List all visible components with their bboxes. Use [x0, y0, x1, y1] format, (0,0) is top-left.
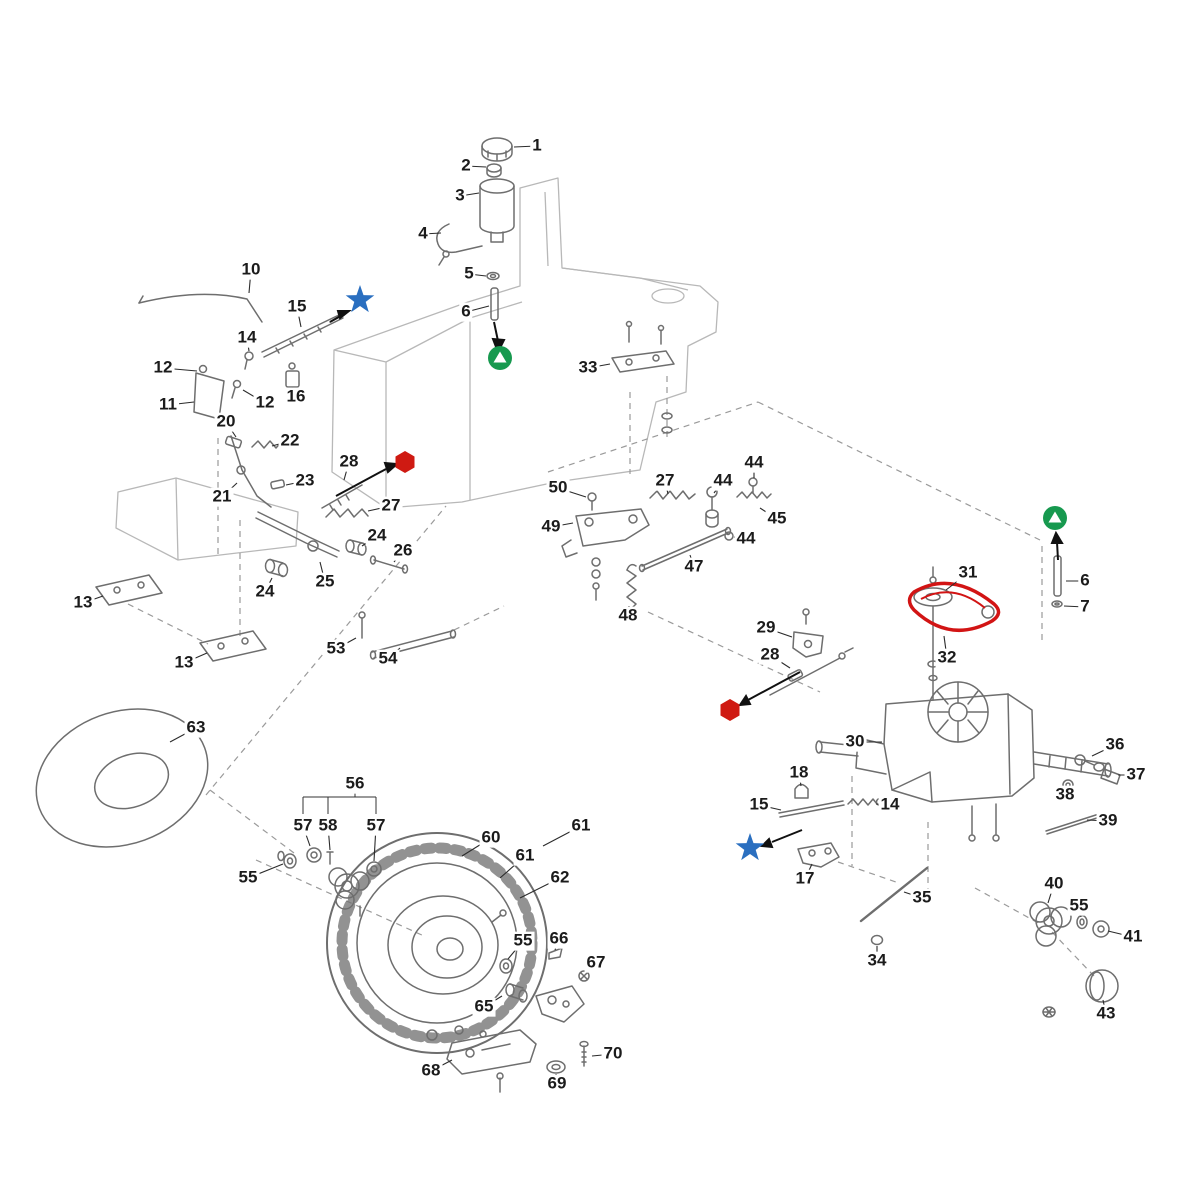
leader-line-41: [1107, 930, 1134, 938]
leader-line-7: [1063, 605, 1086, 608]
construction-lines: [127, 376, 1095, 977]
leader-line-12: [162, 367, 198, 372]
leader-line-65: [483, 995, 503, 1008]
leader-line-44: [713, 480, 724, 494]
leader-line-24: [361, 535, 378, 547]
leader-line-5: [468, 273, 487, 277]
leader-line-13: [183, 652, 208, 664]
star-marker-icon: [345, 285, 375, 313]
leader-lines: [82, 145, 1136, 1085]
leader-line-62: [519, 877, 561, 899]
belt-highlight: [907, 581, 1001, 633]
leader-line-23: [285, 480, 306, 486]
leader-line-20: [225, 421, 237, 438]
leader-line-61: [542, 825, 582, 847]
leader-line-3: [459, 192, 480, 197]
chassis-frame-art: [115, 177, 719, 561]
leader-line-58: [327, 825, 331, 851]
leader-line-57: [373, 825, 377, 862]
leader-line-57: [302, 825, 311, 847]
leader-line-36: [1091, 744, 1116, 757]
leader-line-1: [513, 145, 538, 148]
leader-line-15: [296, 306, 302, 328]
leader-line-10: [248, 269, 252, 294]
leader-line-61: [499, 855, 526, 879]
triangle-circle-marker-icon: [1043, 506, 1067, 530]
leader-line-70: [591, 1053, 614, 1057]
leader-line-16: [291, 387, 297, 398]
label-bracket-56: [302, 793, 377, 814]
connector-markers: [345, 285, 1067, 861]
leader-line-25: [319, 561, 326, 583]
triangle-circle-marker-icon: [488, 346, 512, 370]
pointer-arrows: [329, 310, 1064, 849]
leader-line-33: [587, 363, 611, 369]
leader-line-12: [242, 389, 266, 404]
leader-line-55: [247, 863, 284, 879]
leader-line-27: [664, 480, 669, 495]
leader-line-49: [550, 522, 574, 528]
leader-line-28: [343, 461, 350, 481]
leader-line-68: [430, 1059, 453, 1072]
leader-line-50: [557, 487, 587, 498]
leader-line-47: [689, 554, 695, 568]
leader-line-15: [758, 804, 782, 811]
leader-line-48: [627, 605, 630, 617]
leader-line-11: [167, 401, 195, 406]
leader-line-28: [769, 654, 791, 669]
leader-line-35: [903, 891, 923, 899]
leader-line-44: [733, 536, 747, 540]
leader-line-24: [264, 577, 273, 593]
leader-line-14: [246, 337, 250, 352]
components-art: [35, 137, 1121, 1093]
leader-line-2: [465, 165, 487, 168]
leader-line-45: [759, 507, 778, 520]
leader-line-6: [465, 305, 490, 313]
star-marker-icon: [735, 833, 765, 861]
leader-line-69: [555, 1073, 558, 1085]
leader-line-40: [1047, 883, 1055, 904]
leader-line-32: [943, 635, 948, 659]
leader-line-29: [765, 627, 793, 638]
hexagon-marker-icon: [720, 699, 740, 721]
leader-line-17: [804, 863, 813, 880]
leader-line-53: [335, 637, 357, 650]
leader-line-66: [554, 938, 560, 951]
leader-line-67: [585, 962, 597, 972]
hexagon-marker-icon: [395, 451, 415, 473]
leader-line-13: [82, 595, 104, 604]
leader-line-63: [169, 727, 197, 743]
leader-line-26: [393, 550, 404, 563]
